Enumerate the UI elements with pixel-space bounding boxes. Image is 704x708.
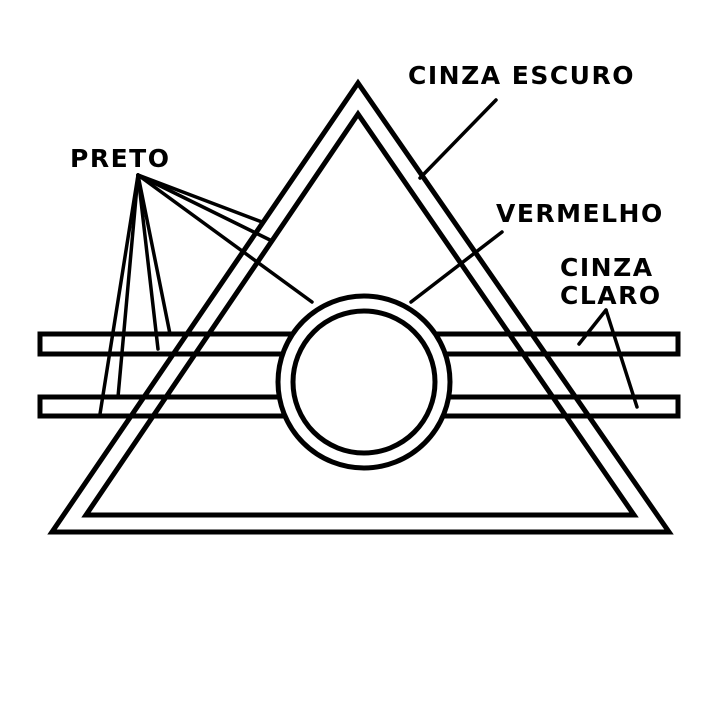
label-preto: PRETO: [70, 144, 170, 173]
ring-inner-outline: [290, 308, 438, 456]
leader-preto-6: [116, 173, 140, 399]
leader-cinza-claro-1: [577, 308, 608, 346]
label-cinza-escuro: CINZA ESCURO: [408, 61, 635, 90]
label-cinza-claro-line1: CINZA: [560, 253, 654, 282]
label-cinza-claro-line2: CLARO: [560, 281, 662, 310]
leader-preto-7: [98, 173, 140, 416]
ring: [275, 293, 453, 471]
leader-vermelho: [409, 230, 504, 304]
triangle-inner-outline: [81, 109, 639, 518]
leader-preto-4: [136, 173, 172, 336]
leader-cinza-claro-2: [604, 308, 639, 409]
ring-outer-outline: [275, 293, 453, 471]
upper-bar: [37, 331, 681, 357]
leader-cinza-escuro: [418, 98, 498, 180]
leader-preto-3: [136, 173, 314, 304]
leader-preto-1: [136, 173, 264, 224]
label-vermelho: VERMELHO: [496, 199, 664, 228]
leader-lines: [98, 98, 639, 416]
leader-preto-2: [136, 173, 272, 242]
triangle-outer-outline: [47, 78, 674, 535]
triangle-band: [47, 78, 674, 535]
leader-preto-5: [136, 173, 160, 351]
